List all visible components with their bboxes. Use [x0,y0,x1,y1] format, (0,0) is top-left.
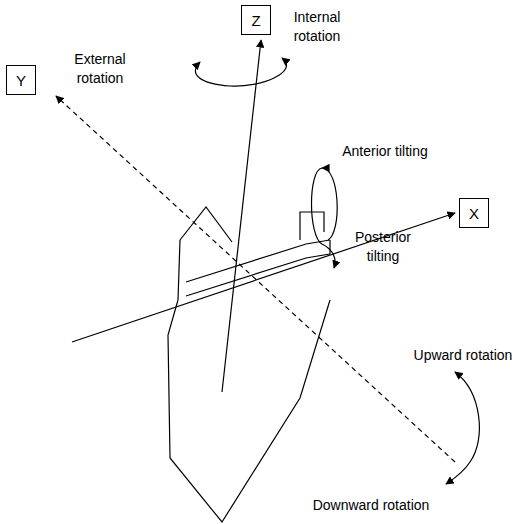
acromion [300,212,324,240]
axis-name: X [469,206,479,221]
y-rotation-arrow [446,372,479,484]
z-rotation-arrow [195,58,286,86]
motion-label: Downward rotation [296,496,446,515]
scapular-spine [186,254,330,296]
motion-label: Internal rotation [272,8,362,46]
superior-angle [180,207,232,242]
axis-label-box: Y [6,65,36,95]
motion-label: External rotation [55,50,145,88]
z-axis [222,40,261,392]
y-axis [56,96,455,462]
axis-name: Y [16,73,26,88]
x-tilt-arrow [312,168,336,268]
motion-label: Upward rotation [403,346,523,365]
scapular-spine [186,240,330,282]
axis-label-box: Z [241,5,271,35]
motion-label: Anterior tilting [340,142,430,161]
axis-name: Z [251,13,260,28]
x-axis [72,213,455,342]
axis-label-box: X [459,198,489,228]
scapula-outline [168,300,330,522]
motion-label: Posterior tilting [338,228,428,266]
